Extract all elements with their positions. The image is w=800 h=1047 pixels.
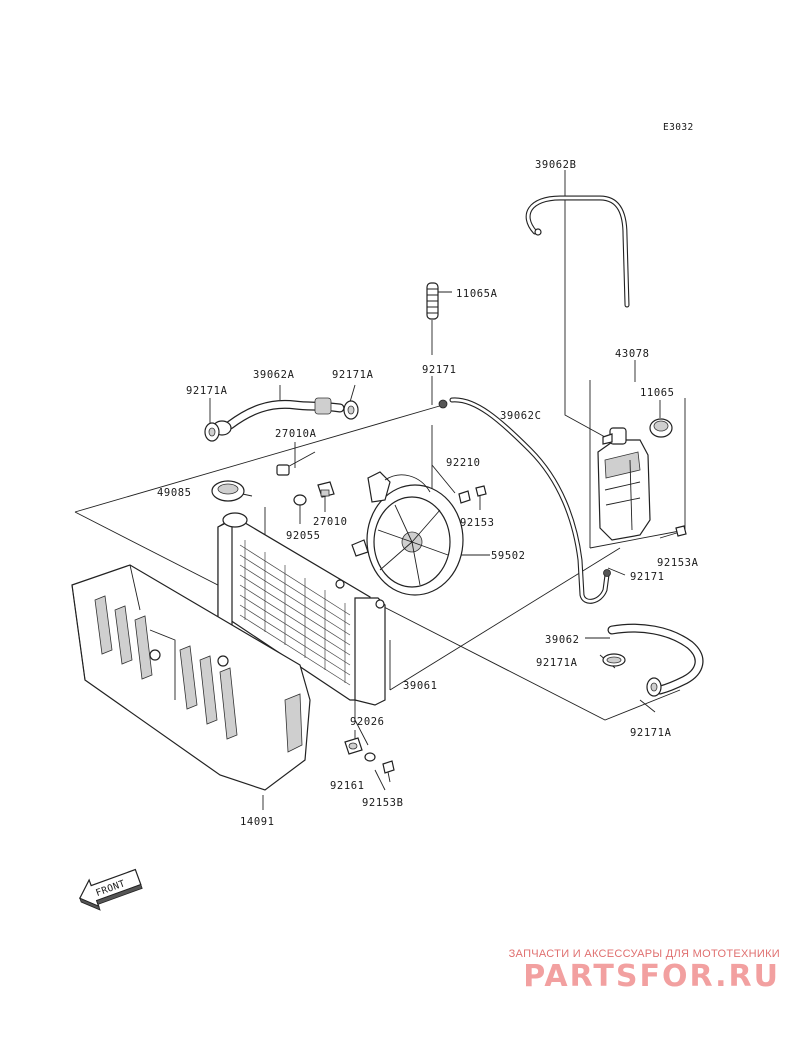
- radiator-shroud-14091: [71, 564, 311, 791]
- label-11065: 11065: [640, 387, 675, 399]
- watermark-brand: PARTSFOR.RU: [523, 959, 780, 994]
- label-92153: 92153: [460, 517, 495, 529]
- bolt-92153A: [675, 525, 687, 537]
- hose-39062A: [204, 397, 359, 442]
- label-11065A: 11065A: [456, 288, 498, 300]
- grommet-92026: [364, 752, 376, 762]
- label-92171A-3: 92171A: [536, 657, 578, 669]
- part-labels: 39062B 11065A 43078 39062A 92171A 92171A…: [157, 159, 699, 828]
- label-92171A-1: 92171A: [186, 385, 228, 397]
- label-92171-1: 92171: [422, 364, 457, 376]
- collar-92161: [344, 737, 363, 755]
- watermark: ЗАПЧАСТИ И АКСЕССУАРЫ ДЛЯ МОТОТЕХНИКИ PA…: [509, 948, 780, 994]
- watermark-tagline: ЗАПЧАСТИ И АКСЕССУАРЫ ДЛЯ МОТОТЕХНИКИ: [508, 948, 780, 960]
- boot-11065A: [426, 282, 439, 320]
- reservoir-hose-39062B: [525, 195, 630, 308]
- label-39061: 39061: [403, 680, 438, 692]
- label-92171A-2: 92171A: [332, 369, 374, 381]
- bolt-92153B: [382, 760, 395, 783]
- label-39062B: 39062B: [535, 159, 577, 171]
- overflow-hose-39062C: [438, 397, 611, 604]
- fan-assembly-59502: [351, 471, 464, 596]
- o-ring-92055: [293, 494, 307, 506]
- diagram-code: E3032: [663, 122, 694, 133]
- label-92153A: 92153A: [657, 557, 699, 569]
- label-39062: 39062: [545, 634, 580, 646]
- shroud-louvers: [94, 595, 303, 753]
- label-27010: 27010: [313, 516, 348, 528]
- bolts-92210-92153: [458, 485, 487, 504]
- label-92210: 92210: [446, 457, 481, 469]
- label-92171-2: 92171: [630, 571, 665, 583]
- hose-39062: [602, 623, 704, 697]
- thermo-switch-27010A: [276, 451, 316, 476]
- label-39062A: 39062A: [253, 369, 295, 381]
- fan-switch-27010: [317, 481, 335, 498]
- label-39062C: 39062C: [500, 410, 542, 422]
- radiator-fins: [239, 540, 351, 686]
- radiator-39061: [217, 512, 386, 706]
- label-14091: 14091: [240, 816, 275, 828]
- label-43078: 43078: [615, 348, 650, 360]
- label-92171A-4: 92171A: [630, 727, 672, 739]
- label-92153B: 92153B: [362, 797, 404, 809]
- reservoir-tank: [597, 427, 651, 541]
- label-27010A: 27010A: [275, 428, 317, 440]
- label-49085: 49085: [157, 487, 192, 499]
- label-59502: 59502: [491, 550, 526, 562]
- label-92055: 92055: [286, 530, 321, 542]
- label-92026: 92026: [350, 716, 385, 728]
- reservoir-cap-11065: [649, 418, 673, 438]
- front-arrow: FRONT: [78, 868, 143, 911]
- label-92161: 92161: [330, 780, 365, 792]
- radiator-cap-49085: [211, 480, 245, 502]
